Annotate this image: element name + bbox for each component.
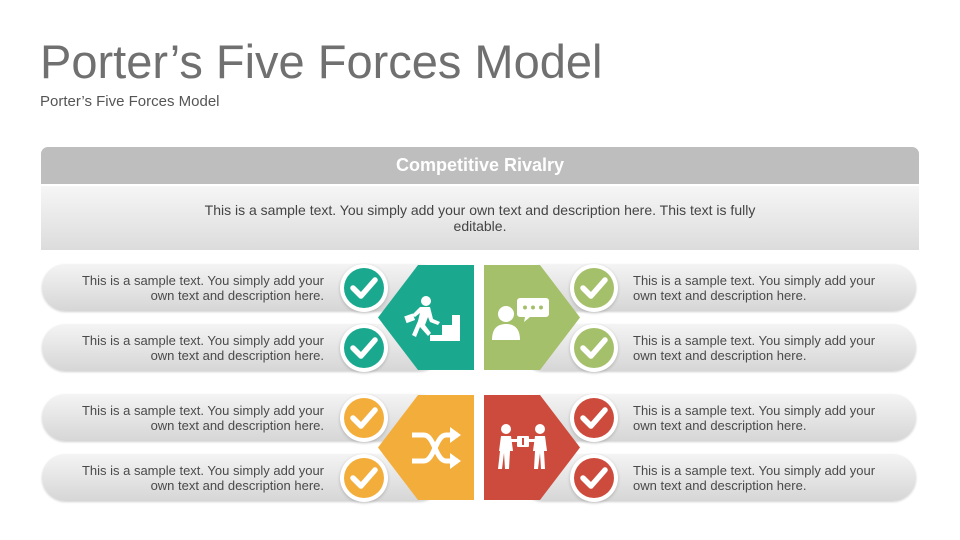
item-text: This is a sample text. You simply add yo… bbox=[81, 333, 324, 363]
check-orange-1 bbox=[340, 394, 388, 442]
force-shape-red bbox=[484, 395, 580, 500]
page-title: Porter’s Five Forces Model bbox=[40, 35, 603, 88]
item-text: This is a sample text. You simply add yo… bbox=[633, 333, 876, 363]
check-green-2 bbox=[570, 324, 618, 372]
checkmark-icon bbox=[580, 467, 608, 489]
checkmark-icon bbox=[350, 467, 378, 489]
competitive-rivalry-text: This is a sample text. You simply add yo… bbox=[204, 202, 756, 234]
check-teal-2 bbox=[340, 324, 388, 372]
check-orange-2 bbox=[340, 454, 388, 502]
checkmark-icon bbox=[350, 277, 378, 299]
customer-chat-icon bbox=[490, 296, 550, 342]
stairs-climber-icon bbox=[404, 295, 460, 343]
item-text: This is a sample text. You simply add yo… bbox=[81, 463, 324, 493]
force-shape-orange bbox=[378, 395, 474, 500]
people-exchange-icon bbox=[497, 423, 549, 471]
check-red-2 bbox=[570, 454, 618, 502]
checkmark-icon bbox=[580, 337, 608, 359]
item-text: This is a sample text. You simply add yo… bbox=[633, 403, 876, 433]
shuffle-arrows-icon bbox=[410, 427, 462, 469]
competitive-rivalry-title: Competitive Rivalry bbox=[395, 155, 565, 175]
check-green-1 bbox=[570, 264, 618, 312]
competitive-rivalry-header: Competitive Rivalry bbox=[41, 147, 919, 184]
check-red-1 bbox=[570, 394, 618, 442]
check-teal-1 bbox=[340, 264, 388, 312]
checkmark-icon bbox=[580, 277, 608, 299]
force-shape-green bbox=[484, 265, 580, 370]
item-text: This is a sample text. You simply add yo… bbox=[81, 403, 324, 433]
checkmark-icon bbox=[350, 407, 378, 429]
page-subtitle: Porter’s Five Forces Model bbox=[40, 93, 220, 110]
checkmark-icon bbox=[350, 337, 378, 359]
item-text: This is a sample text. You simply add yo… bbox=[633, 273, 876, 303]
item-text: This is a sample text. You simply add yo… bbox=[633, 463, 876, 493]
item-text: This is a sample text. You simply add yo… bbox=[81, 273, 324, 303]
checkmark-icon bbox=[580, 407, 608, 429]
competitive-rivalry-box: This is a sample text. You simply add yo… bbox=[41, 186, 919, 250]
